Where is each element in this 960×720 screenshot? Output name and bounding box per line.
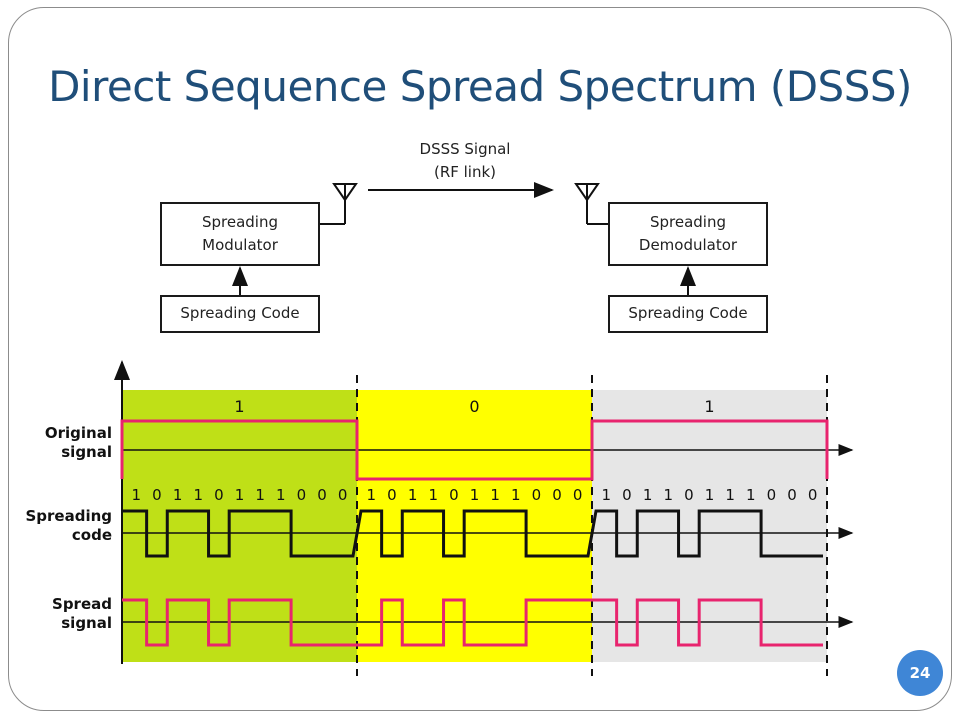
chip-digit: 1 [132,486,142,504]
chip-digit: 0 [297,486,307,504]
bit-period-bg [592,390,827,662]
original-signal-wave [120,419,829,481]
bit-period-bg [357,390,592,662]
slide-title: Direct Sequence Spread Spectrum (DSSS) [48,62,912,111]
chip-digit: 1 [511,486,521,504]
chip-digit: 0 [214,486,224,504]
chip-digit: 1 [643,486,653,504]
chip-digit: 0 [573,486,583,504]
chip-digit: 0 [767,486,777,504]
chip-digit: 1 [428,486,438,504]
chip-digit: 0 [532,486,542,504]
tx-antenna-icon [320,183,358,225]
chip-digit: 1 [235,486,245,504]
chip-digit: 1 [193,486,203,504]
chip-digit: 1 [255,486,265,504]
chip-digit: 1 [408,486,418,504]
chip-digit: 0 [449,486,459,504]
chip-digit: 1 [490,486,500,504]
slide-frame [8,7,952,711]
chip-digit: 0 [152,486,162,504]
chip-digit: 1 [367,486,377,504]
chip-digit: 0 [338,486,348,504]
chip-digit: 0 [622,486,632,504]
chip-digit: 1 [725,486,735,504]
chip-digit: 0 [552,486,562,504]
spread-signal-wave [122,598,823,647]
chip-digit: 0 [808,486,818,504]
tx-spreading-code-box: Spreading Code [160,295,320,333]
data-bit-label: 1 [234,397,244,416]
chip-digit: 0 [317,486,327,504]
spreading-demodulator-box: Spreading Demodulator [608,202,768,266]
chip-digit: 0 [387,486,397,504]
spreading-modulator-box: Spreading Modulator [160,202,320,266]
chip-digit: 0 [684,486,694,504]
rx-spreading-code-box: Spreading Code [608,295,768,333]
chip-digit: 1 [705,486,715,504]
chip-digit: 1 [746,486,756,504]
rx-antenna-icon [574,183,608,225]
data-bit-label: 0 [469,397,479,416]
bit-period-backgrounds [122,390,827,662]
chip-digit: 1 [602,486,612,504]
page-number-badge: 24 [897,650,943,696]
timing-axes [114,360,854,676]
chip-digit: 1 [276,486,286,504]
bit-period-bg [122,390,357,662]
chip-digit: 0 [787,486,797,504]
data-bit-label: 1 [704,397,714,416]
spreading-code-wave [122,509,823,558]
chip-digit: 1 [173,486,183,504]
chip-digit: 1 [470,486,480,504]
rf-link-label: DSSS Signal (RF link) [419,140,511,182]
chip-digit: 1 [663,486,673,504]
timing-waveforms [120,419,829,647]
